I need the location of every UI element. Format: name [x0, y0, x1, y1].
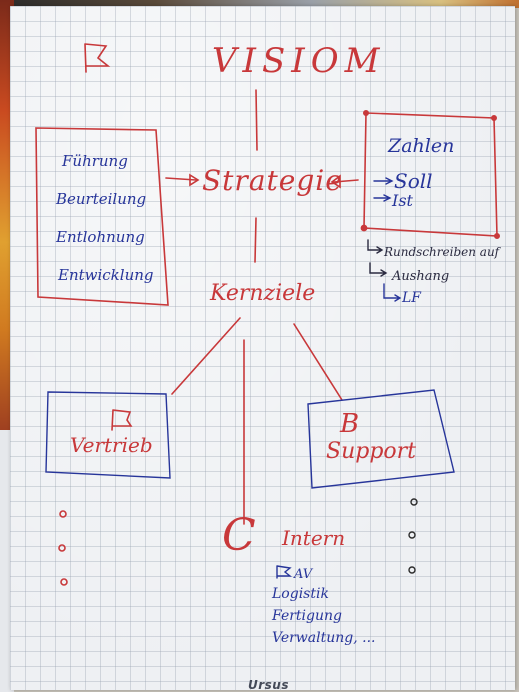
right-box-soll: Soll — [394, 169, 433, 193]
box-a — [45, 391, 171, 479]
letter-b: B — [339, 409, 359, 439]
flag-icon — [84, 43, 111, 73]
label-support: Support — [326, 439, 416, 464]
note-rundschreiben: Rundschreiben auf — [383, 245, 502, 259]
left-box — [35, 127, 169, 306]
arrow-right — [333, 179, 359, 183]
bottom-item-2: Logistik — [271, 586, 329, 602]
box-b — [307, 389, 455, 489]
bottom-item-1: AV — [293, 567, 314, 582]
left-item-4: Entwicklung — [57, 266, 154, 284]
note-lf: LF — [401, 290, 422, 306]
left-item-2: Beurteilung — [55, 190, 146, 208]
right-box-ist: Ist — [391, 191, 414, 210]
title-vision: VISIOM — [212, 41, 385, 81]
bottom-item-4: Verwaltung, ... — [272, 630, 375, 646]
label-strategy: Strategie — [202, 164, 343, 197]
arrow-left — [165, 177, 197, 181]
brand-logo: Ursus — [248, 678, 289, 692]
flag-icon-a — [111, 409, 133, 431]
line-strategy-core — [254, 217, 257, 263]
label-intern: Intern — [281, 526, 345, 550]
left-item-3: Entlohnung — [55, 228, 145, 246]
line-core-a — [171, 317, 241, 395]
line-vision-strategy — [255, 89, 258, 151]
note-aushang: Aushang — [391, 269, 449, 284]
label-core-goals: Kernziele — [209, 281, 315, 306]
right-box-title: Zahlen — [387, 135, 454, 157]
flipchart-paper — [10, 6, 515, 690]
background-top — [0, 0, 519, 8]
label-vertrieb: Vertrieb — [70, 433, 153, 457]
letter-c: C — [222, 510, 256, 561]
line-core-b — [293, 323, 343, 401]
bullet — [59, 510, 67, 518]
left-item-1: Führung — [61, 152, 128, 170]
bottom-item-3: Fertigung — [271, 608, 342, 624]
